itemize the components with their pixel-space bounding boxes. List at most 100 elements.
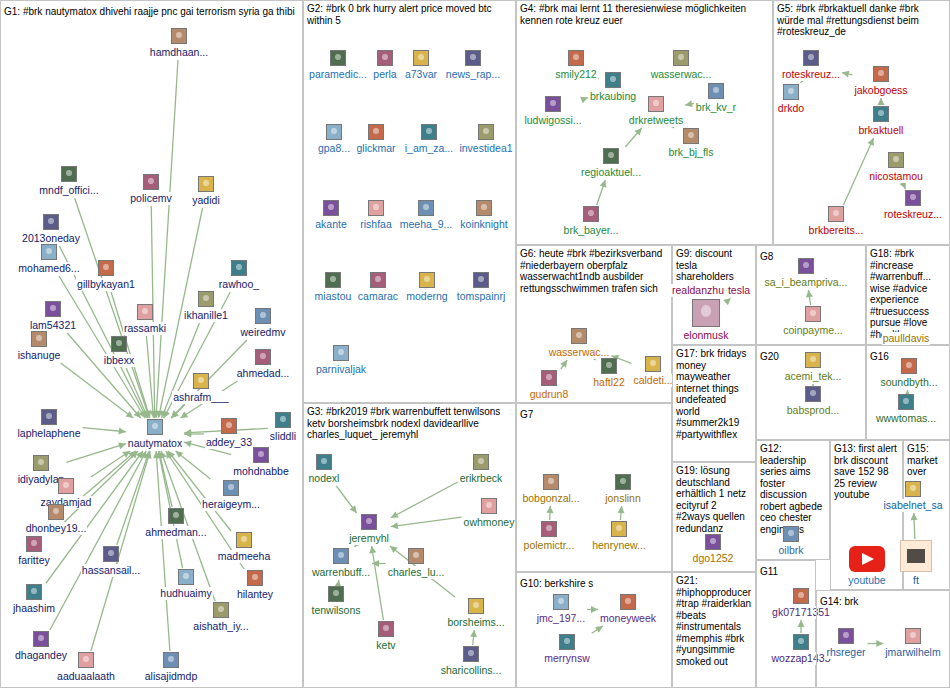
avatar-face — [168, 656, 174, 662]
vertex-icon — [178, 569, 194, 585]
edge-line — [391, 482, 458, 518]
vertex: dhagandey — [14, 631, 68, 662]
vertex-label: miastou — [314, 290, 353, 303]
vertex-label: akante — [314, 218, 348, 231]
vertex: sliddli — [269, 412, 297, 443]
vertex-icon — [805, 386, 821, 402]
vertex: dgo1252 — [692, 534, 735, 565]
group-heading: G15: market over — [907, 443, 946, 478]
vertex: hamdhaan... — [149, 28, 209, 59]
vertex-icon — [213, 602, 229, 618]
vertex: dhonbey19... — [25, 504, 88, 535]
vertex-icon — [553, 594, 569, 610]
vertex-icon — [61, 166, 77, 182]
arrowhead — [595, 626, 603, 633]
group-heading: G2: #brk 0 brk hurry alert price moved b… — [307, 3, 512, 26]
avatar-face — [260, 312, 266, 318]
vertex-icon — [673, 50, 689, 66]
vertex-label: dgo1252 — [692, 552, 735, 565]
vertex-label: jmarwilhelm — [884, 646, 941, 659]
vertex-label: coinpayme... — [782, 324, 844, 337]
edge-line — [159, 451, 172, 507]
vertex-label: wwwtomas... — [875, 412, 937, 425]
arrowhead — [149, 411, 156, 418]
vertex-label: a73var — [404, 68, 438, 81]
vertex: erikrbeck — [459, 454, 504, 485]
vertex: elonmusk — [683, 299, 730, 342]
avatar-face — [241, 536, 247, 542]
vertex-label: ibbexx — [103, 354, 135, 367]
group-panel: G11gk07171351wozzap1435 — [756, 560, 816, 688]
vertex-icon — [41, 244, 57, 260]
vertex: gpa8... — [317, 124, 351, 155]
vertex-label: acemi_tek... — [784, 370, 843, 383]
edge-line — [156, 60, 178, 418]
vertex-icon — [231, 260, 247, 276]
avatar-face — [473, 602, 479, 608]
vertex-label: aishath_iy... — [192, 620, 249, 633]
edge-line — [61, 363, 134, 418]
vertex: brk_bj_fls — [668, 128, 715, 159]
vertex-icon — [559, 634, 575, 650]
vertex: ibbexx — [103, 336, 135, 367]
vertex-label: erikrbeck — [459, 472, 504, 485]
vertex-icon — [361, 514, 377, 530]
vertex: jeremyhl — [348, 514, 390, 545]
vertex-label: gpa8... — [317, 142, 351, 155]
avatar-face — [330, 276, 336, 282]
vertex-label: ishanuge — [17, 349, 62, 362]
vertex: brkaubing — [589, 72, 637, 103]
avatar-face — [486, 502, 492, 508]
vertex: camarac — [357, 272, 399, 303]
avatar-face — [468, 650, 474, 656]
group-heading: G3: #brk2019 #brk warrenbuffett tenwilso… — [307, 406, 512, 441]
avatar-face — [910, 194, 916, 200]
avatar-face — [260, 353, 266, 359]
arrowhead — [153, 451, 160, 458]
vertex-label: farittey — [17, 554, 51, 567]
vertex-label: ahmedman... — [144, 526, 207, 539]
vertex-label: oilbrk — [777, 544, 804, 557]
avatar-face — [236, 264, 242, 270]
avatar-face — [331, 128, 337, 134]
vertex-label: tomspainrj — [456, 290, 506, 303]
vertex: babsprod... — [786, 386, 841, 417]
vertex-icon — [78, 652, 94, 668]
avatar-face — [46, 413, 52, 419]
avatar-face — [878, 110, 884, 116]
arrowhead — [877, 98, 884, 105]
avatar-face — [176, 32, 182, 38]
edge-line — [146, 336, 153, 418]
vertex-icon — [543, 474, 559, 490]
avatar-face — [252, 574, 258, 580]
vertex-label: isabelnet_sa — [883, 499, 944, 512]
vertex-label: gudrun8 — [529, 388, 570, 401]
vertex: jonslinn — [604, 474, 642, 505]
avatar-face — [226, 422, 232, 428]
avatar-face — [108, 550, 114, 556]
avatar-face — [546, 374, 552, 380]
vertex-label: realdanzhu — [671, 284, 725, 297]
vertex-icon — [333, 548, 349, 564]
vertex: youtube — [847, 546, 886, 587]
vertex-icon — [377, 50, 393, 66]
vertex-icon — [571, 328, 587, 344]
group-panel: G1: #brk nautymatox dhivehi raajje pnc g… — [0, 0, 303, 688]
arrowhead — [184, 429, 191, 436]
vertex-icon — [413, 50, 429, 66]
vertex-icon — [900, 540, 932, 572]
group-panel: G4: #brk mai lernt 11 theresienwiese mög… — [516, 0, 773, 245]
vertex-label: aaduaalaath — [56, 670, 116, 683]
avatar-face — [116, 340, 122, 346]
avatar-face — [50, 305, 56, 311]
avatar-face — [701, 305, 711, 317]
vertex-icon — [798, 258, 814, 274]
arrowhead — [868, 138, 874, 146]
arrowhead — [390, 546, 398, 553]
vertex-label: tenwilsons — [310, 604, 361, 617]
avatar-face — [31, 540, 37, 546]
edge-line — [625, 128, 641, 147]
vertex-label: brkaubing — [589, 90, 637, 103]
vertex: hudhuaimy — [159, 569, 212, 600]
